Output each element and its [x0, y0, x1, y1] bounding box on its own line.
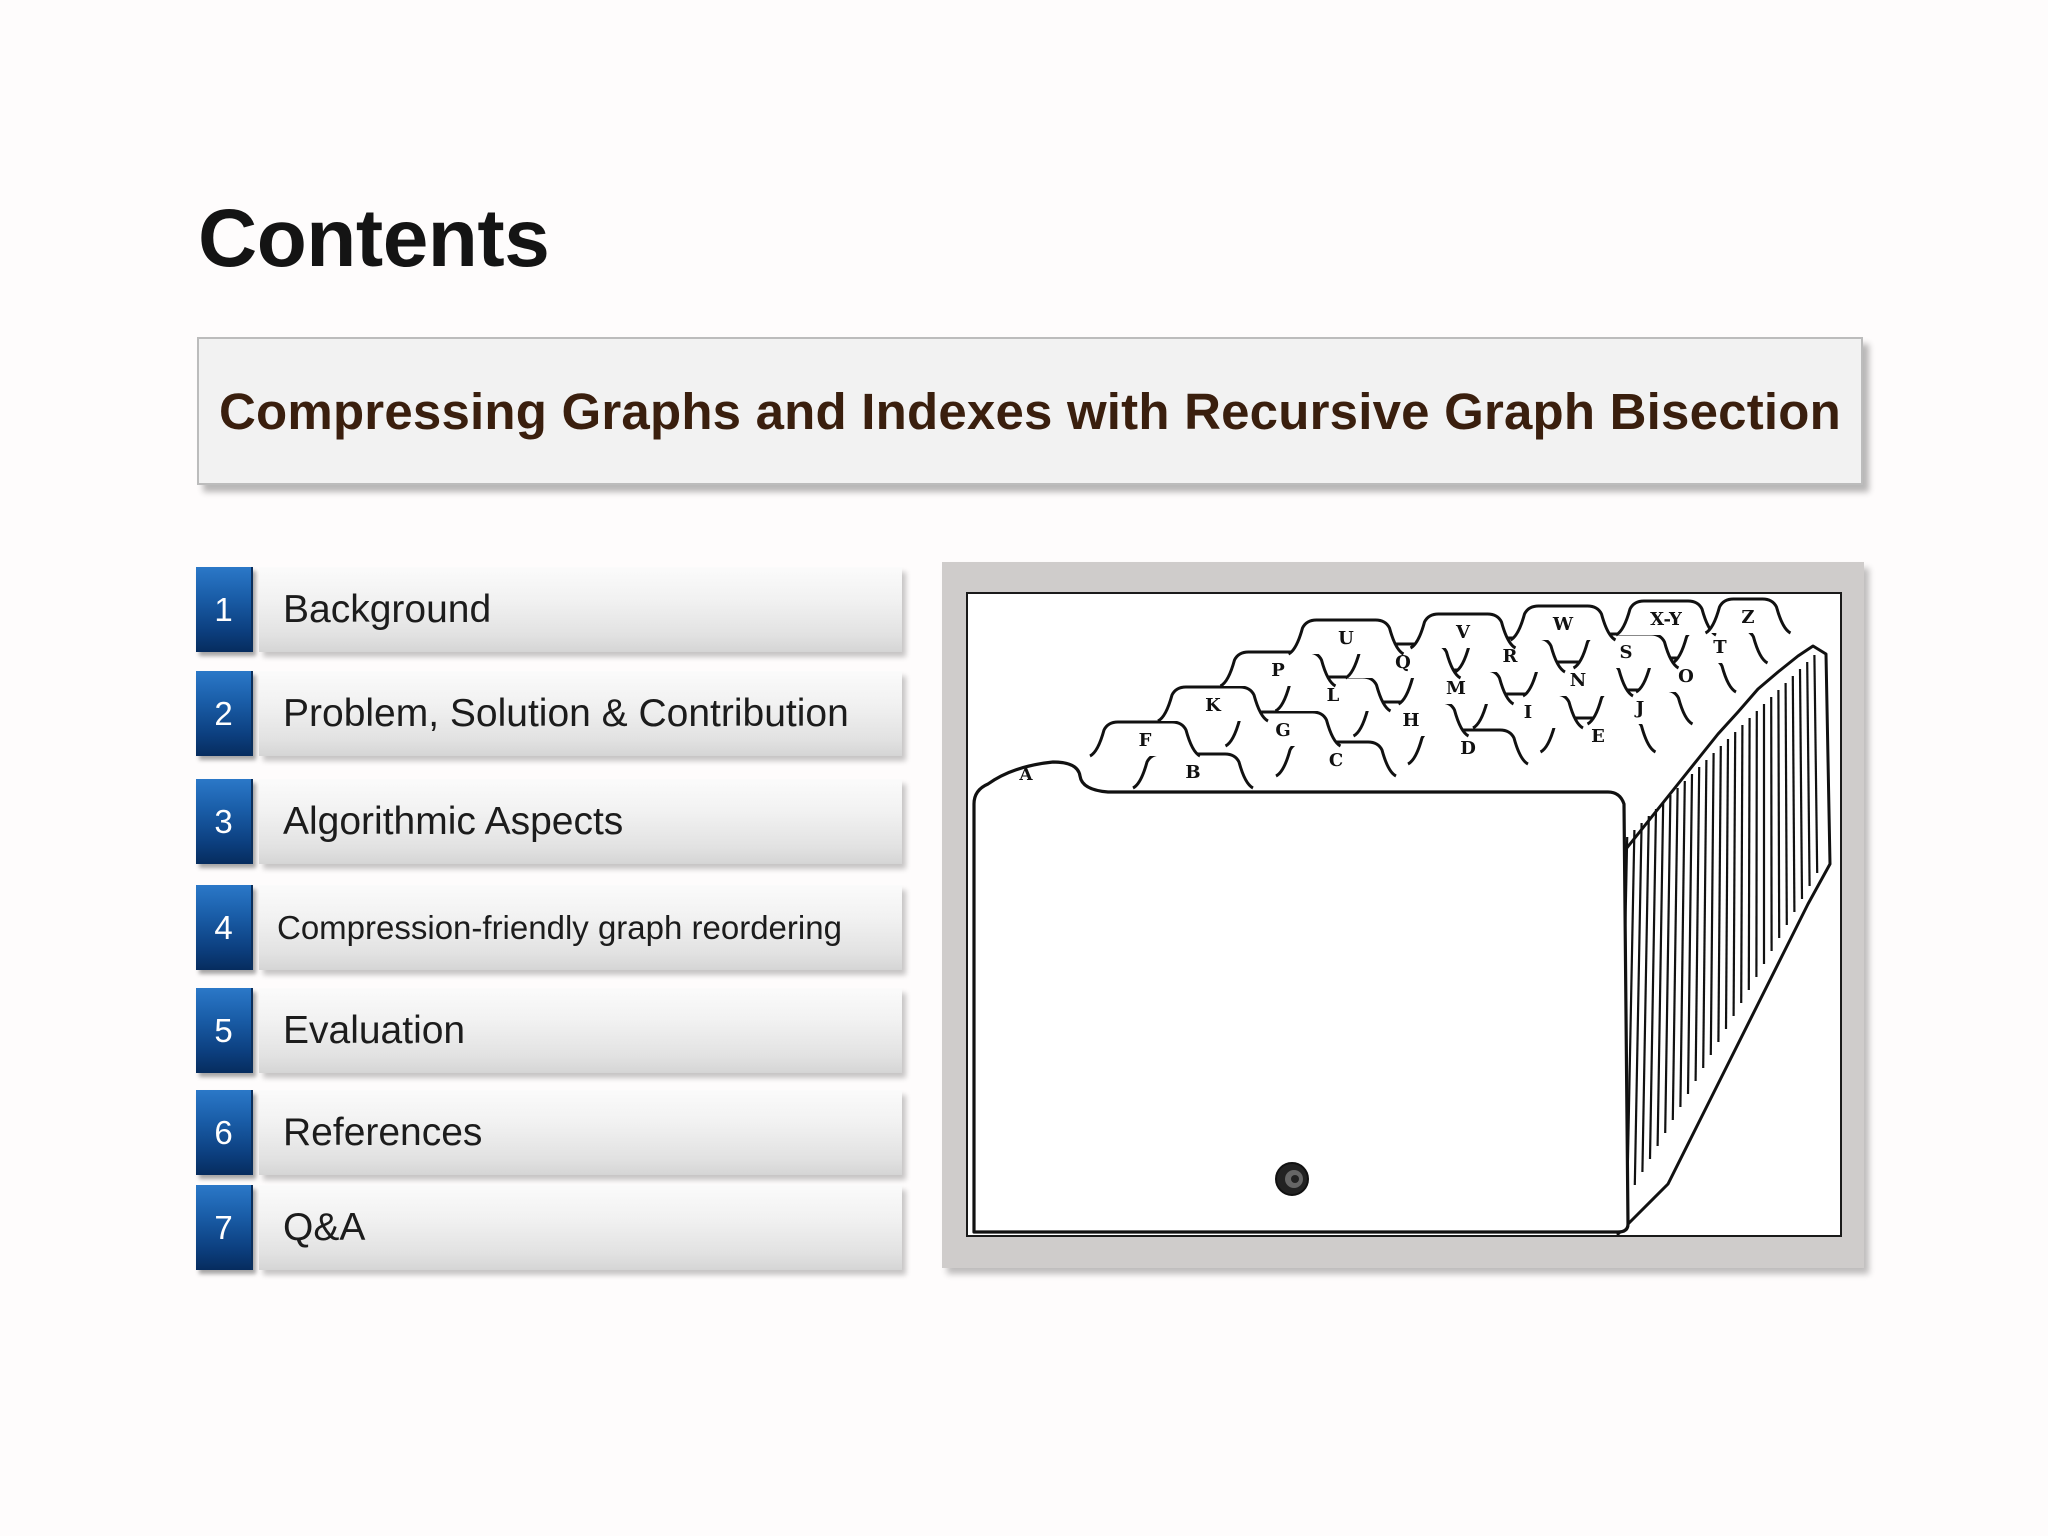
menu-item-number: 5: [196, 988, 253, 1073]
menu-item-number: 7: [196, 1185, 253, 1270]
index-tab: [1704, 597, 1792, 635]
menu-item-label: Algorithmic Aspects: [259, 779, 902, 864]
tab-letter: H: [1402, 710, 1419, 731]
card-edge-line: [1633, 822, 1643, 1186]
tab-letter: N: [1570, 670, 1586, 691]
card-edge-line: [1641, 815, 1650, 1173]
card-index-illustration: B C D E F G H I J K L M N O P Q R S T U V W X-Y Z A: [966, 592, 1842, 1237]
tab-letter: E: [1591, 726, 1605, 747]
card-edge-line: [1694, 766, 1701, 1082]
tab-letter: V: [1455, 622, 1471, 643]
menu-item-number: 6: [196, 1090, 253, 1175]
card-edge-line: [1686, 773, 1694, 1095]
card-edge-line: [1709, 752, 1715, 1056]
card-edge-line: [1784, 682, 1788, 926]
menu-item-label: Evaluation: [259, 988, 902, 1073]
index-tab: [1409, 612, 1517, 650]
tab-letter: D: [1460, 738, 1476, 759]
menu-item-label: Q&A: [259, 1185, 902, 1270]
menu-item-number: 4: [196, 885, 253, 970]
menu-item-evaluation[interactable]: 5 Evaluation: [196, 988, 906, 1073]
menu-item-problem-solution[interactable]: 2 Problem, Solution & Contribution: [196, 671, 906, 756]
card-edge-line: [1724, 738, 1730, 1030]
tab-letter-a: A: [1018, 765, 1033, 785]
menu-item-number: 2: [196, 671, 253, 756]
tab-letter: Q: [1395, 652, 1411, 673]
index-tab: [1287, 618, 1405, 656]
menu-item-qa[interactable]: 7 Q&A: [196, 1185, 906, 1270]
tab-letter: U: [1338, 628, 1354, 649]
card-edge-line: [1656, 801, 1665, 1147]
tab-letter: W: [1552, 614, 1574, 635]
index-tab: [1509, 604, 1617, 642]
subtitle-banner: Compressing Graphs and Indexes with Recu…: [197, 337, 1863, 485]
index-tab: [1157, 685, 1269, 723]
index-tab: [1615, 599, 1717, 637]
index-tab: [1219, 650, 1337, 688]
tab-letter: I: [1524, 702, 1532, 723]
index-tab: [1089, 720, 1201, 758]
tab-letter: G: [1275, 720, 1290, 741]
card-edge-line: [1732, 731, 1737, 1017]
menu-item-algorithmic-aspects[interactable]: 3 Algorithmic Aspects: [196, 779, 906, 864]
tab-letter: K: [1205, 695, 1222, 716]
subtitle-text: Compressing Graphs and Indexes with Recu…: [219, 382, 1841, 440]
tab-letter: T: [1713, 637, 1727, 658]
menu-item-background[interactable]: 1 Background: [196, 567, 906, 652]
menu-item-number: 1: [196, 567, 253, 652]
tab-letter: F: [1139, 730, 1152, 751]
card-edge-line: [1702, 759, 1708, 1069]
menu-item-references[interactable]: 6 References: [196, 1090, 906, 1175]
tab-letter: M: [1446, 678, 1466, 699]
tab-letter: C: [1329, 750, 1343, 771]
card-edge-line: [1791, 675, 1796, 913]
menu-item-number: 3: [196, 779, 253, 864]
index-tab: [1407, 728, 1529, 766]
card-edge-line: [1813, 654, 1819, 874]
card-edge-line: [1777, 689, 1781, 939]
card-edge-line: [1671, 787, 1679, 1121]
tab-letter: S: [1620, 642, 1633, 663]
card-edge-line: [1664, 794, 1672, 1134]
tab-letter: Z: [1741, 607, 1754, 628]
drawer-pull-icon: [1275, 1162, 1309, 1196]
menu-item-label: Compression-friendly graph reordering: [259, 885, 902, 970]
tab-letter: P: [1271, 660, 1285, 681]
tab-letter: B: [1185, 762, 1200, 783]
tab-letter: J: [1634, 698, 1645, 719]
card-edge-line: [1740, 724, 1744, 1004]
page-title: Contents: [198, 193, 550, 284]
menu-item-label: Background: [259, 567, 902, 652]
card-edge-line: [1679, 780, 1686, 1108]
card-edge-line: [1806, 661, 1811, 887]
card-edge-line: [1798, 668, 1804, 900]
tab-letter: L: [1327, 685, 1340, 706]
card-edge-line: [1717, 745, 1722, 1043]
menu-item-label: Problem, Solution & Contribution: [259, 671, 902, 756]
menu-item-label: References: [259, 1090, 902, 1175]
illustration-frame: B C D E F G H I J K L M N O P Q R S T U V W X-Y Z A: [942, 562, 1864, 1268]
tab-letter: X-Y: [1650, 609, 1683, 630]
menu-item-graph-reordering[interactable]: 4 Compression-friendly graph reordering: [196, 885, 906, 970]
card-edge-line: [1648, 808, 1658, 1160]
tab-letter: O: [1678, 666, 1694, 687]
card-edge-line: [1747, 717, 1751, 991]
tab-letter: R: [1503, 646, 1519, 667]
